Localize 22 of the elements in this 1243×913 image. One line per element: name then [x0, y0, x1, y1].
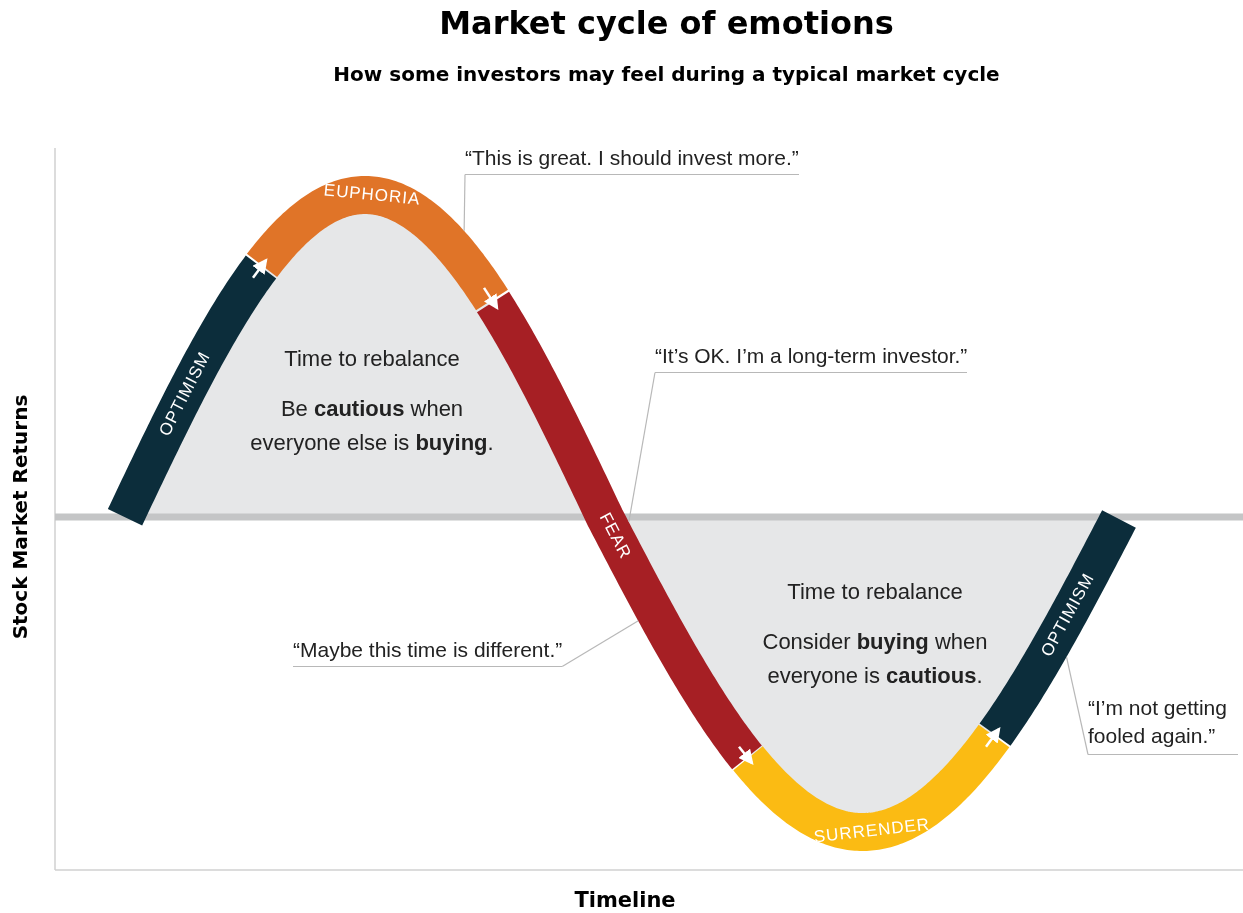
band-label: SURRENDER — [812, 815, 932, 848]
leader-line — [463, 173, 466, 232]
advice-text: Be cautious when everyone else is buying. — [249, 395, 495, 457]
quote-text: “It’s OK. I’m a long-term investor.” — [655, 344, 968, 373]
subtitle: How some investors may feel during a typical market cycle — [332, 62, 1001, 86]
advice-text: Consider buying when everyone is cautious. — [761, 628, 989, 690]
band-label: EUPHORIA — [322, 180, 422, 210]
quote-text: “I’m not getting fooled again.” — [1088, 694, 1238, 755]
chevron-arrow — [738, 746, 754, 766]
heading-text: Time to rebalance — [283, 345, 461, 373]
leader-line — [628, 371, 656, 523]
heading-text: Time to rebalance — [786, 578, 964, 606]
title: Market cycle of emotions — [438, 4, 895, 42]
axis-title: Timeline — [574, 888, 676, 912]
leader-line — [1065, 656, 1089, 756]
chevron-arrow — [252, 258, 268, 279]
axis-title: Stock Market Returns — [8, 394, 32, 640]
leader-line — [561, 620, 639, 668]
quote-text: “Maybe this time is different.” — [293, 638, 563, 667]
chevron-arrow — [985, 726, 1001, 748]
quote-text: “This is great. I should invest more.” — [465, 146, 799, 175]
chevron-arrow — [482, 287, 499, 310]
